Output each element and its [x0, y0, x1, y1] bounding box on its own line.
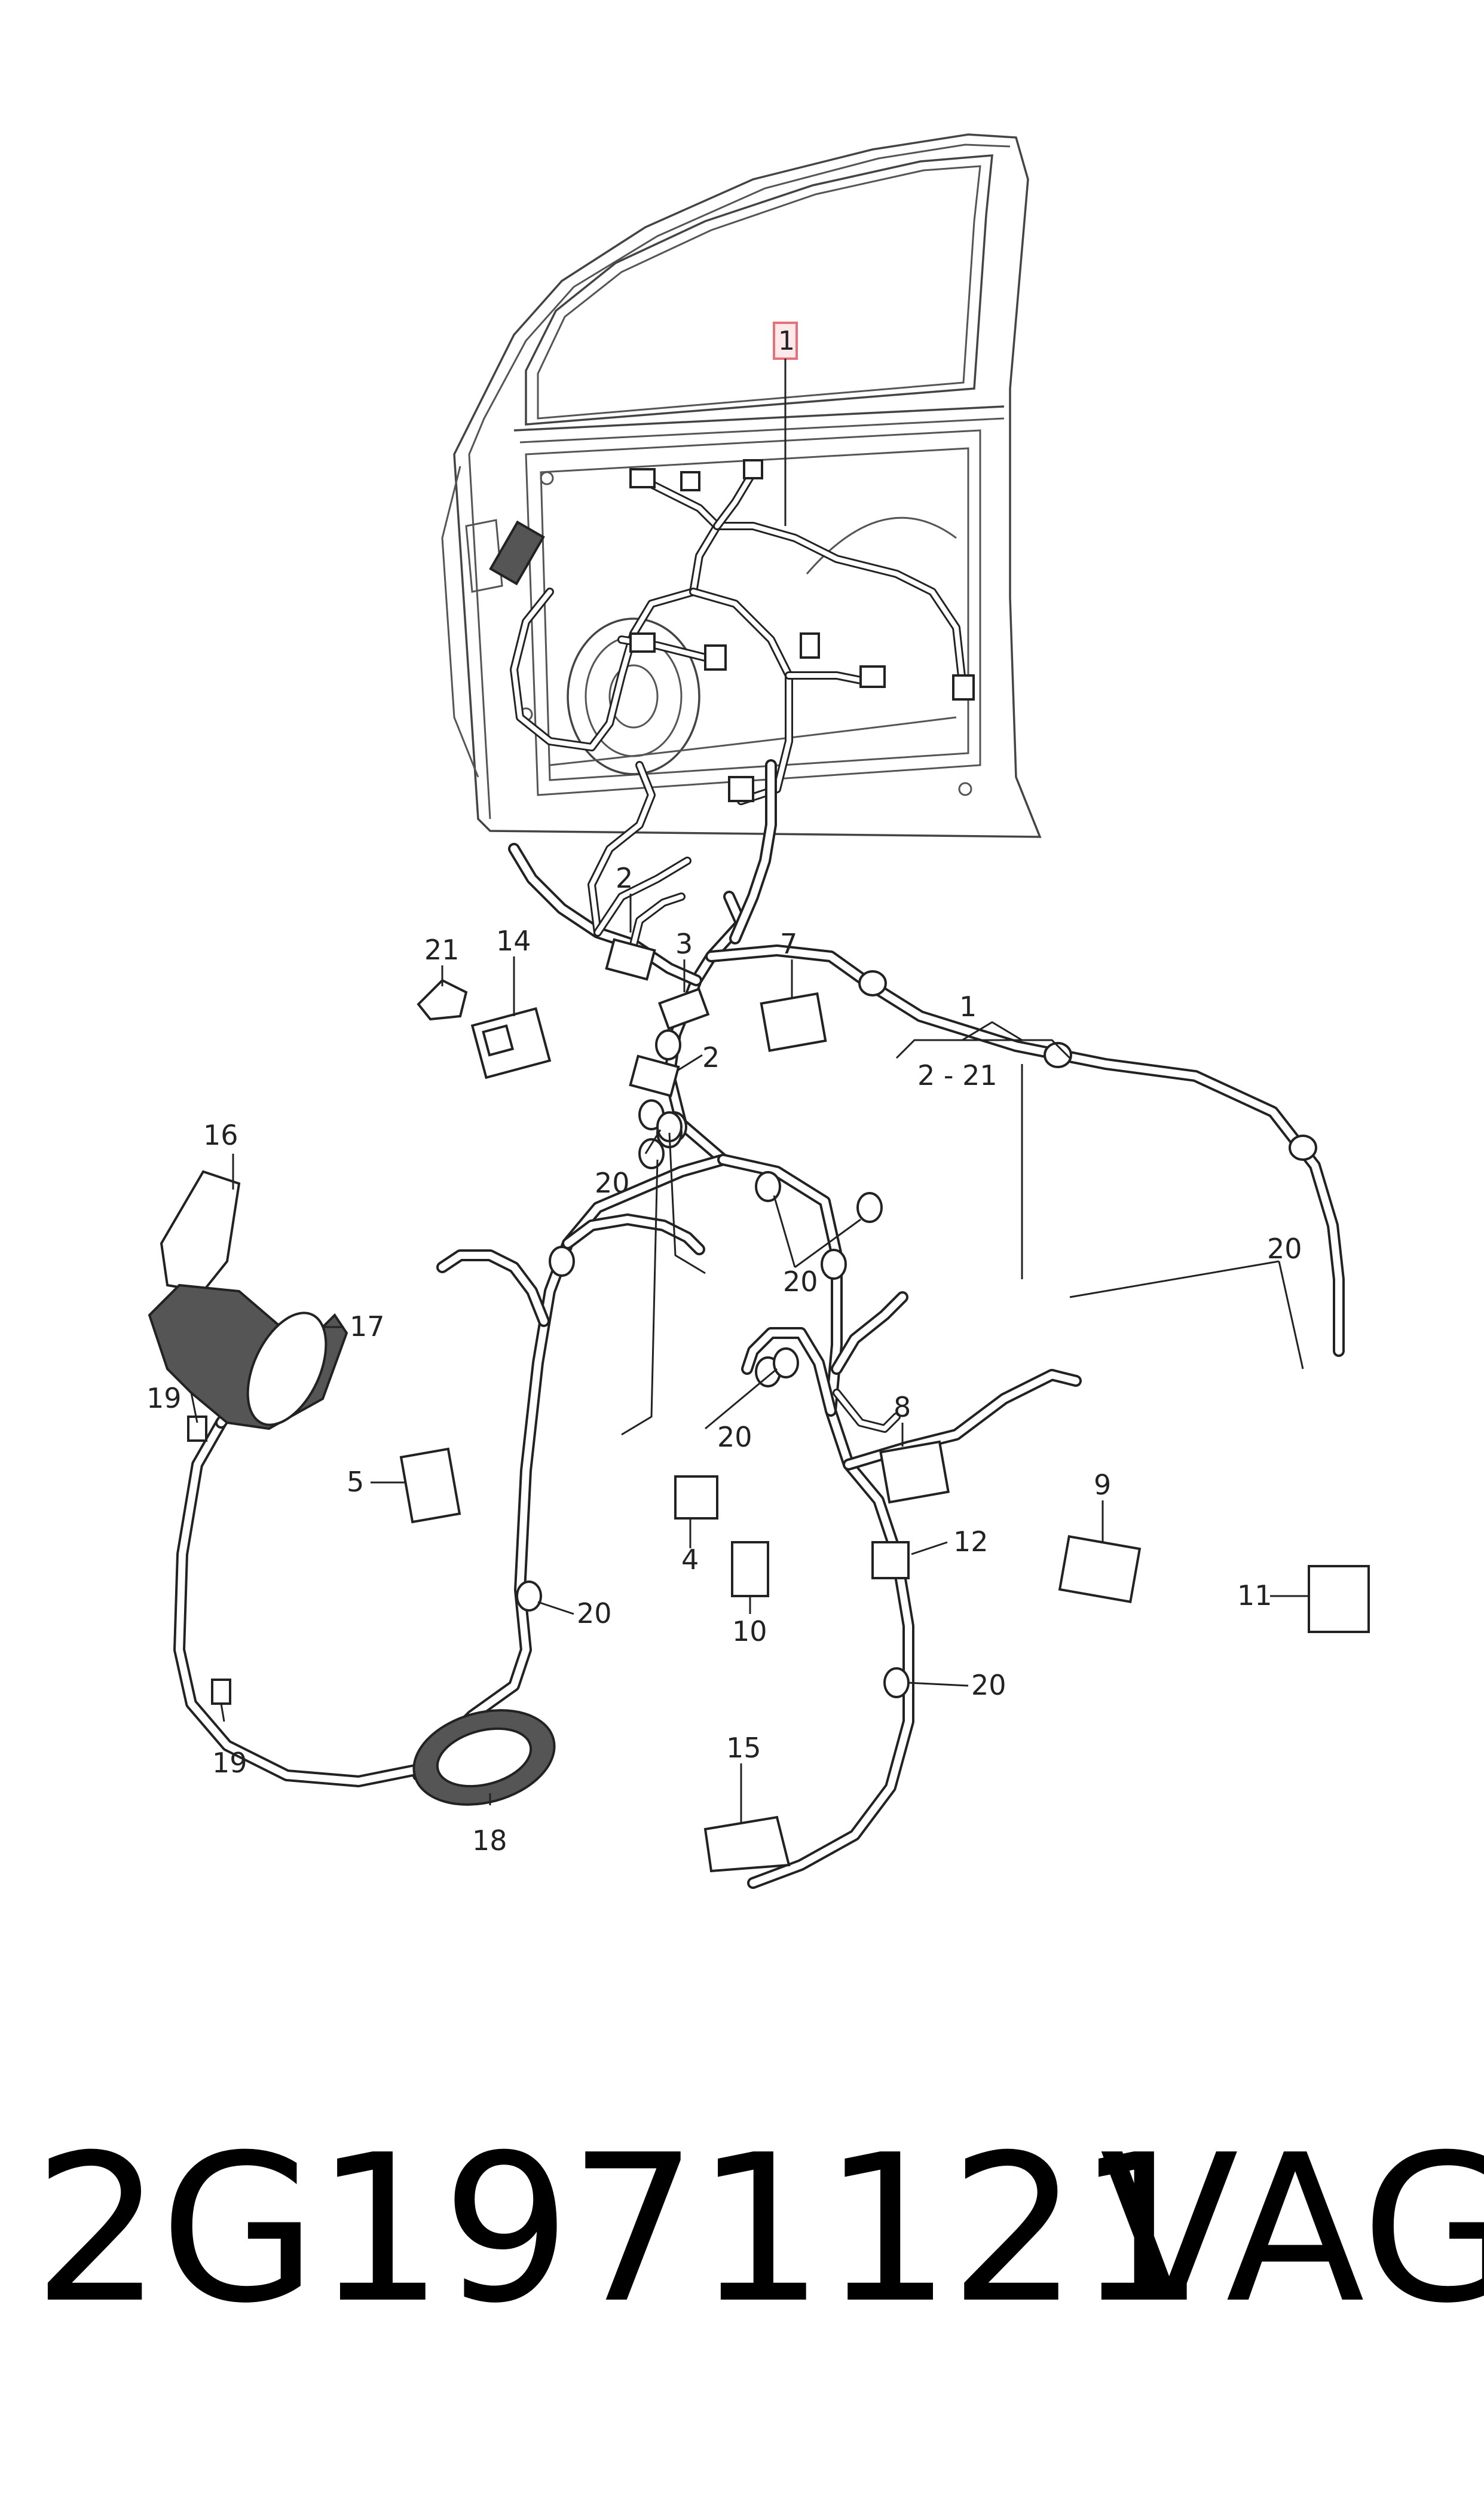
callout-5: 5 [347, 1466, 364, 1498]
callout-20a: 20 [595, 1167, 630, 1199]
connector-2a-icon [605, 938, 656, 981]
callout-9: 9 [1094, 1469, 1111, 1501]
callout-3: 3 [675, 928, 693, 960]
callout-16: 16 [203, 1119, 238, 1151]
callout-11: 11 [1237, 1579, 1272, 1612]
connector-2b-icon [629, 1054, 680, 1097]
callout-20c: 20 [717, 1421, 752, 1453]
callout-18: 18 [472, 1824, 507, 1857]
callout-20e: 20 [577, 1597, 612, 1630]
range-bracket [895, 1039, 1071, 1059]
door-illustration: 1 [441, 133, 1042, 838]
connector-5-icon [399, 1447, 461, 1524]
callout-21: 21 [424, 934, 460, 966]
callout-2b: 2 [702, 1041, 720, 1074]
connector-8-icon [879, 1440, 950, 1504]
callout-10: 10 [732, 1615, 767, 1647]
connectors [148, 938, 1370, 1873]
callout-1-highlight-box [773, 322, 798, 360]
callout-8: 8 [894, 1391, 911, 1423]
connector-10-icon [731, 1541, 769, 1597]
connector-15-icon [703, 1815, 791, 1873]
connector-11-icon [1308, 1565, 1370, 1633]
connector-9-icon [1058, 1534, 1142, 1604]
callout-15: 15 [726, 1732, 761, 1764]
callout-4: 4 [681, 1543, 699, 1576]
harness-exploded-view: 2 3 2 7 14 21 1 2 - 21 16 17 19 19 18 20… [146, 759, 1370, 1889]
door-connector-icon [952, 674, 975, 701]
part-number: 2G1971121 [33, 2111, 1205, 2348]
callout-2a: 2 [616, 862, 633, 894]
connector-7-icon [760, 992, 827, 1052]
callout-12: 12 [953, 1526, 989, 1558]
callout-19a: 19 [146, 1382, 182, 1414]
callout-17: 17 [350, 1310, 385, 1343]
connector-3-icon [657, 987, 710, 1031]
brand-name: VAG [1100, 2111, 1484, 2348]
callout-range: 2 - 21 [917, 1059, 998, 1092]
callout-20d: 20 [1267, 1233, 1302, 1265]
callout-7: 7 [780, 928, 797, 960]
callout-1: 1 [959, 990, 977, 1023]
callout-1-top: 1 [778, 326, 795, 356]
callout-20b: 20 [783, 1265, 818, 1298]
connector-21-icon [417, 979, 468, 1021]
callout-20f: 20 [971, 1669, 1006, 1701]
connector-16-icon [160, 1170, 241, 1293]
callout-19b: 19 [212, 1747, 247, 1779]
connector-4-icon [674, 1475, 718, 1520]
callout-14: 14 [496, 925, 531, 957]
connector-12-icon [871, 1541, 910, 1579]
harness-clips [516, 970, 1317, 1698]
